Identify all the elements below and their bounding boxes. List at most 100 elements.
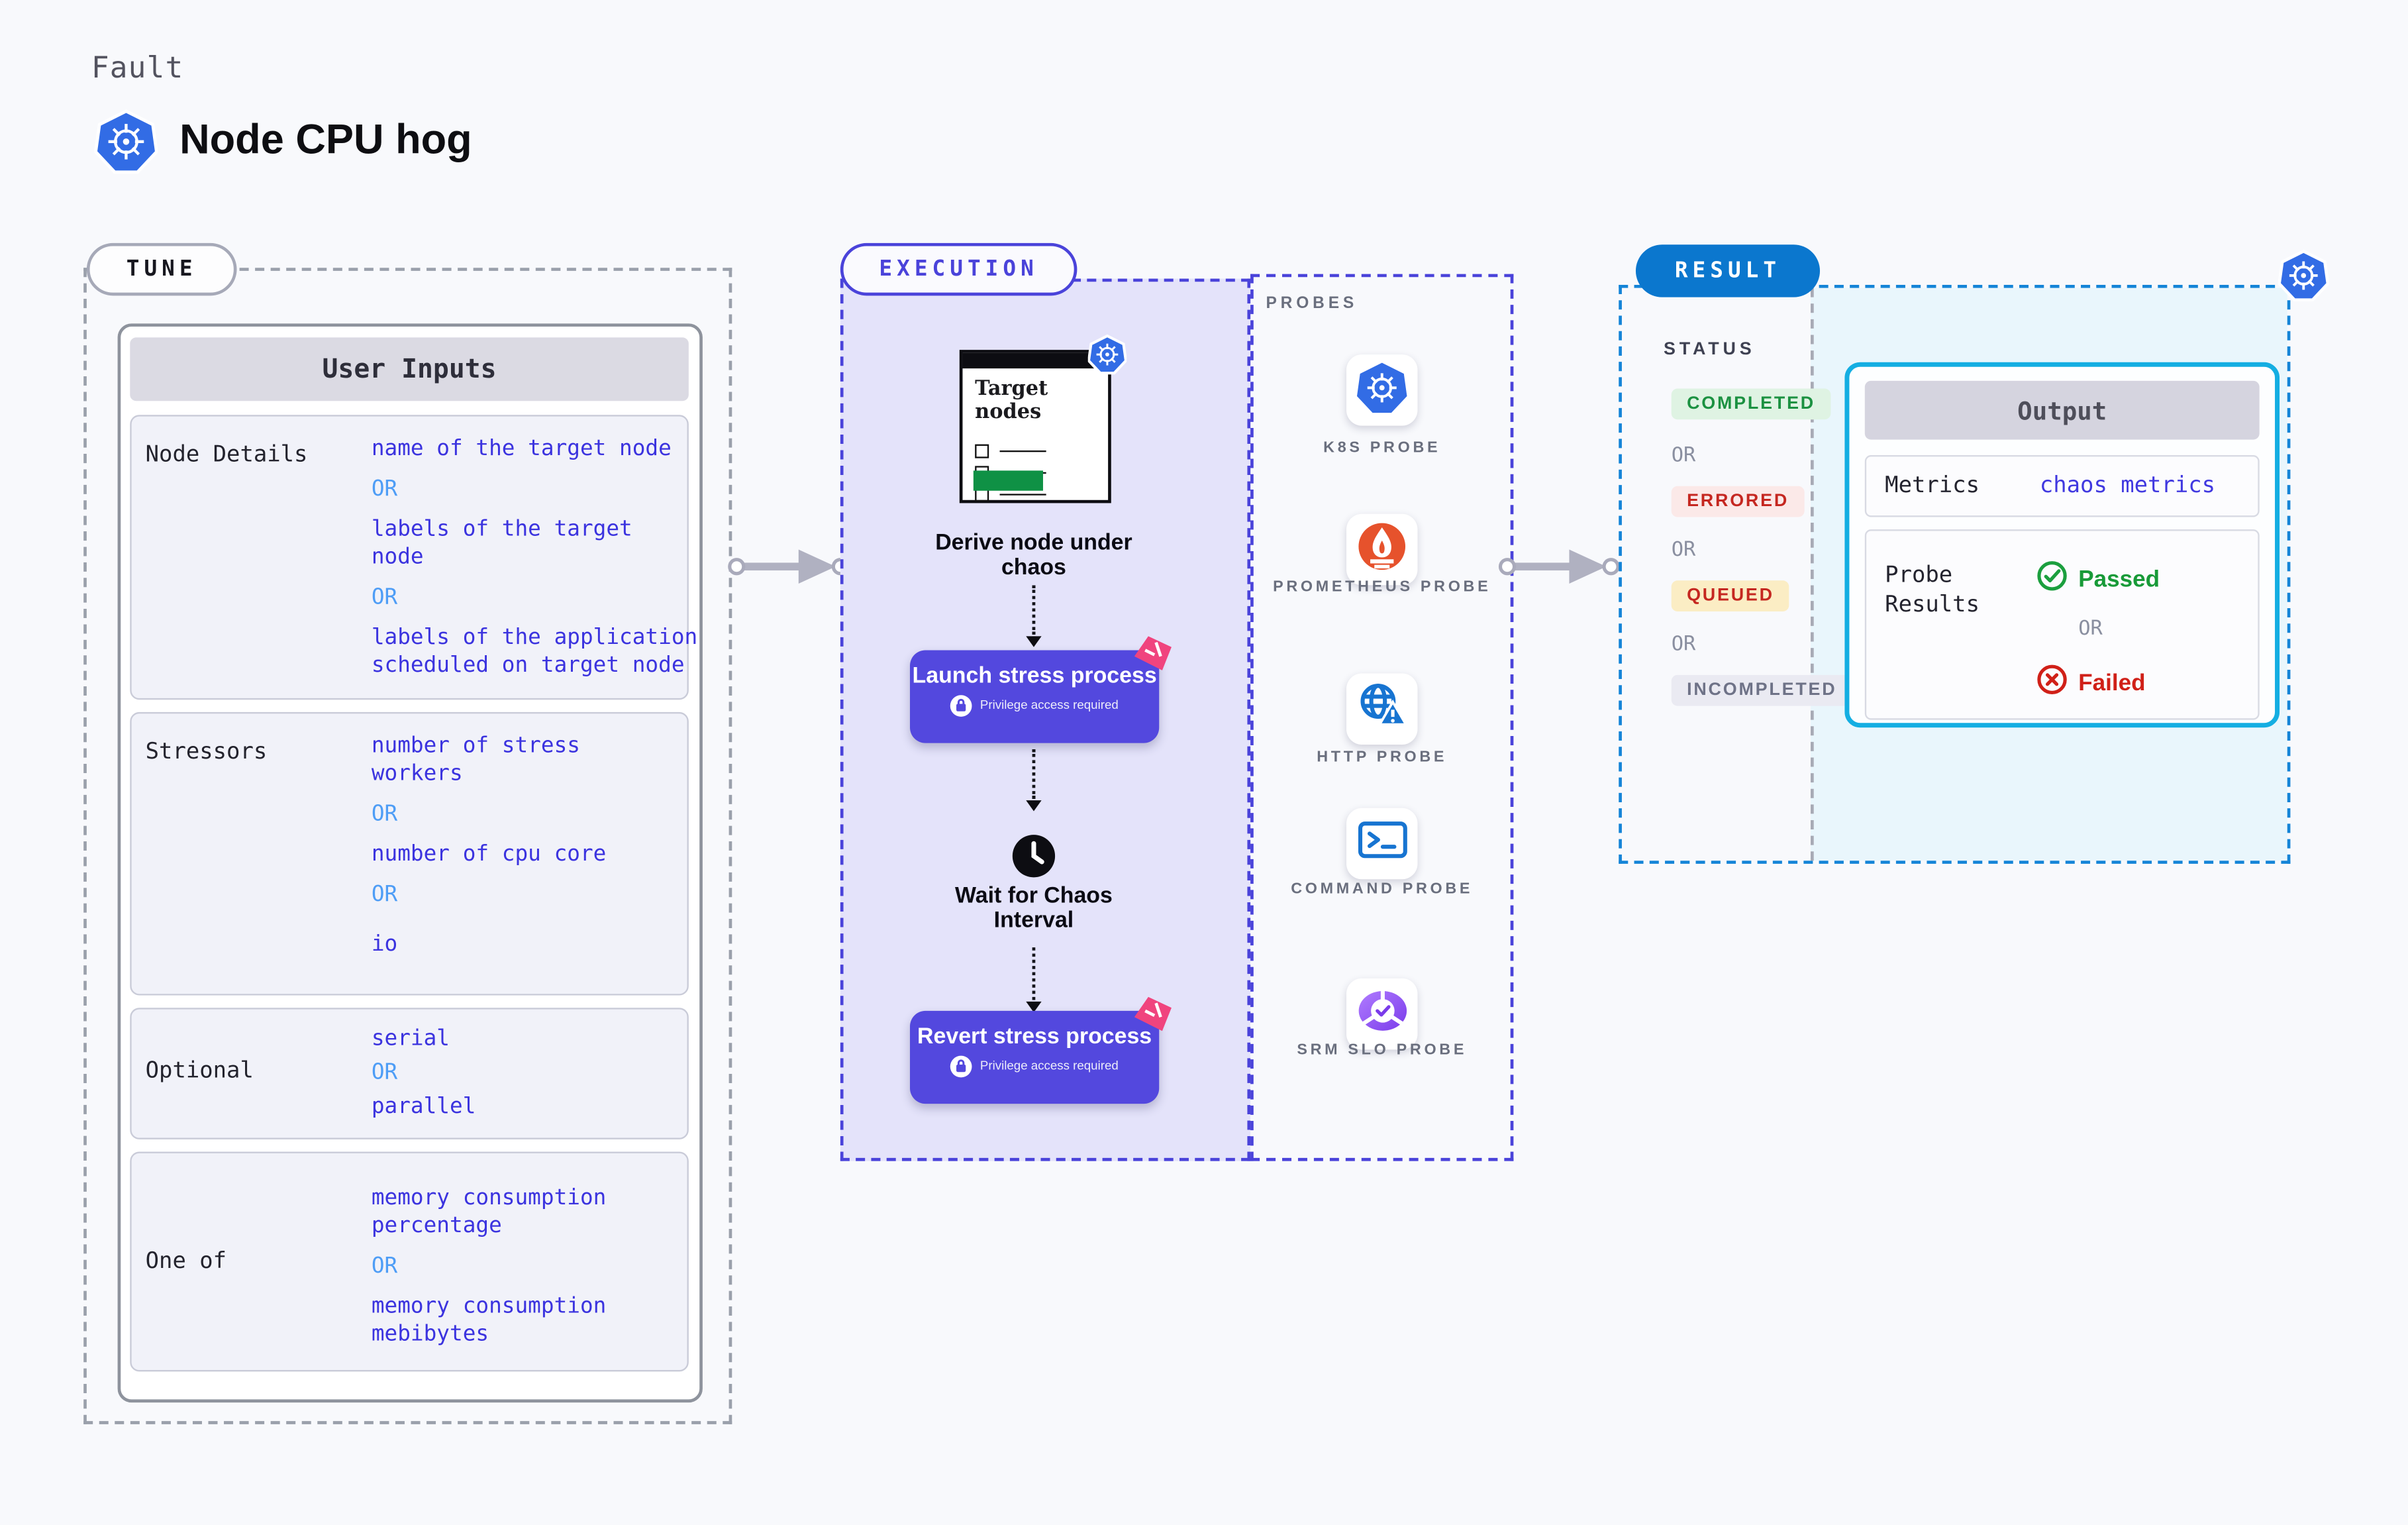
pink-ribbon-icon (1133, 635, 1174, 678)
srm-slo-probe-card (1346, 978, 1418, 1050)
wait-caption: Wait for Chaos Interval (955, 884, 1113, 934)
or-separator: OR (371, 802, 398, 827)
probes-title: PROBES (1266, 293, 1358, 313)
metrics-value[interactable]: chaos metrics (2039, 474, 2216, 499)
or-separator: OR (1671, 444, 1696, 468)
flow-connector (1032, 585, 1036, 635)
result-divider (1811, 288, 1814, 861)
privilege-note: Privilege access required (979, 698, 1119, 712)
kubernetes-icon (93, 109, 158, 182)
prometheus-icon (1356, 520, 1408, 579)
button-label: Launch stress process (912, 664, 1157, 689)
probe-label: SRM SLO PROBE (1297, 1041, 1468, 1059)
or-separator: OR (1671, 539, 1696, 562)
row-value: io (371, 931, 398, 957)
status-badge-incompleted: INCOMPLETED (1671, 674, 1852, 706)
launch-stress-process-button[interactable]: Launch stress process Privilege access r… (910, 636, 1172, 743)
selection-bar (973, 470, 1043, 491)
status-badge-queued: QUEUED (1671, 580, 1790, 612)
failed-label: Failed (2078, 669, 2146, 696)
input-row-one-of: One of memory consumption percentage OR … (130, 1151, 689, 1372)
page-title: Node CPU hog (179, 116, 472, 163)
globe-warning-icon (1355, 681, 1409, 737)
lock-icon (950, 694, 973, 716)
derive-node-caption: Derive node under chaos (935, 531, 1132, 581)
privilege-note: Privilege access required (979, 1059, 1119, 1073)
slo-pie-check-icon (1355, 988, 1409, 1040)
card-titlebar (962, 352, 1109, 369)
row-label: One of (145, 1249, 227, 1275)
kubernetes-icon (1087, 334, 1128, 381)
row-label: Node Details (145, 443, 308, 468)
tune-badge: TUNE (86, 242, 237, 296)
row-label: Stressors (145, 739, 268, 765)
result-badge: RESULT (1635, 244, 1821, 297)
or-separator: OR (371, 476, 398, 502)
command-probe-card (1346, 808, 1418, 880)
or-separator: OR (1671, 633, 1696, 657)
target-nodes-card: Target nodes (959, 334, 1128, 503)
x-circle-icon (2036, 664, 2068, 701)
or-separator: OR (371, 1060, 398, 1086)
or-separator: OR (2078, 617, 2103, 641)
kubernetes-icon (1356, 360, 1408, 420)
http-probe-card (1346, 673, 1418, 745)
user-inputs-header: User Inputs (130, 337, 689, 401)
or-separator: OR (371, 882, 398, 908)
probe-results-row: Probe Results Passed OR F (1864, 529, 2260, 720)
row-value: name of the target node (371, 436, 672, 462)
arrowhead-icon (1026, 800, 1042, 812)
k8s-probe-card (1346, 354, 1418, 426)
arrowhead-icon (1026, 636, 1042, 647)
lock-icon (950, 1055, 973, 1077)
button-label: Revert stress process (917, 1024, 1152, 1050)
probes-section-box (1250, 274, 1514, 1161)
kubernetes-icon (2278, 249, 2330, 308)
status-title: STATUS (1664, 341, 1756, 360)
terminal-icon (1356, 819, 1407, 868)
pink-ribbon-icon (1133, 996, 1174, 1039)
prometheus-probe-card (1346, 513, 1418, 586)
flow-arrow-tune-to-execution (727, 547, 851, 593)
arrowhead-icon (1026, 1001, 1042, 1013)
row-value: memory consumption mebibytes (371, 1294, 607, 1347)
status-badge-errored: ERRORED (1671, 486, 1805, 517)
output-header: Output (1864, 380, 2260, 440)
flow-arrow-execution-to-result (1498, 547, 1622, 593)
metrics-row: Metrics chaos metrics (1864, 455, 2260, 517)
probe-label: K8S PROBE (1323, 439, 1441, 457)
node-list-item (975, 444, 1046, 458)
output-card: Output Metrics chaos metrics Probe Resul… (1844, 362, 2280, 728)
result-section-box (1619, 284, 2291, 864)
row-value: serial (371, 1026, 450, 1051)
probe-label: PROMETHEUS PROBE (1273, 578, 1491, 596)
row-value: number of stress workers (371, 733, 580, 787)
probe-label: HTTP PROBE (1317, 749, 1448, 766)
tune-section-box (83, 268, 732, 1424)
target-nodes-title: Target nodes (975, 378, 1048, 425)
row-value: number of cpu core (371, 842, 607, 867)
check-circle-icon (2036, 560, 2068, 598)
execution-badge: EXECUTION (840, 242, 1078, 296)
input-row-optional: Optional serial OR parallel (130, 1008, 689, 1139)
row-value: memory consumption percentage (371, 1185, 607, 1239)
row-value: labels of the target node (371, 517, 632, 570)
revert-stress-process-button[interactable]: Revert stress process Privilege access r… (910, 996, 1172, 1104)
row-value: labels of the application scheduled on t… (371, 625, 698, 678)
metrics-label: Metrics (1885, 474, 1980, 499)
fault-category-label: Fault (91, 51, 184, 85)
probe-results-label: Probe Results (1885, 563, 1980, 618)
passed-label: Passed (2078, 566, 2160, 592)
checkbox-icon (975, 444, 989, 458)
line-placeholder (999, 494, 1046, 496)
row-label: Optional (145, 1059, 254, 1084)
line-placeholder (999, 450, 1046, 452)
status-badge-completed: COMPLETED (1671, 388, 1831, 420)
flow-connector (1032, 749, 1036, 799)
probe-label: COMMAND PROBE (1291, 880, 1474, 898)
or-separator: OR (371, 1253, 398, 1279)
row-value: parallel (371, 1094, 476, 1120)
clock-icon (1011, 833, 1057, 885)
input-row-stressors: Stressors number of stress workers OR nu… (130, 711, 689, 996)
